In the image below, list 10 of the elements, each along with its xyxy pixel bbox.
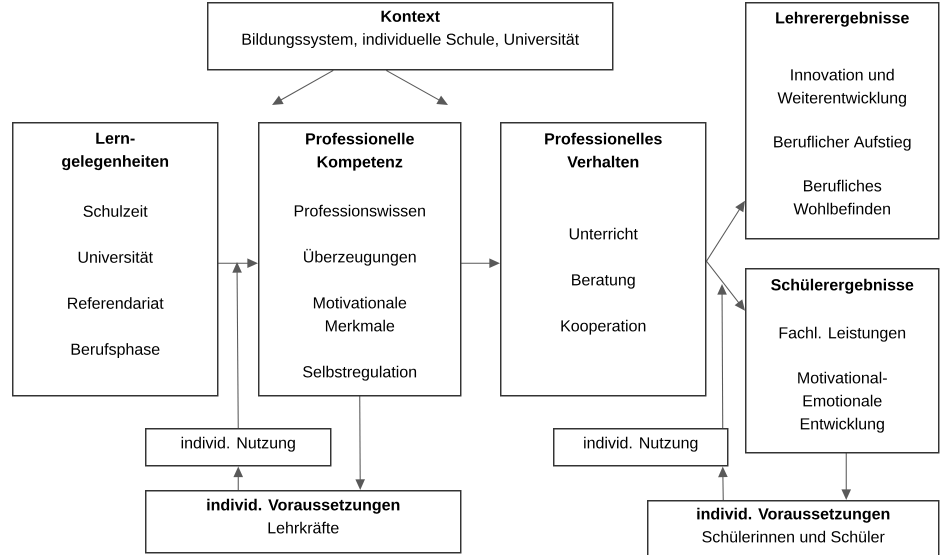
process-box: Professionelles Verhalten Unterricht Beratung Kooperation — [500, 122, 706, 396]
process-box: individ. Voraussetzungen Schülerinnen und Schüler — [647, 500, 940, 555]
process-box: Kontext Bildungssystem, individuelle Schule, Universität — [207, 2, 614, 70]
process-box: individ. Nutzung — [145, 428, 332, 466]
process-box: individ. Voraussetzungen Lehrkräfte — [145, 490, 462, 554]
process-box: Lehrerergebnisse Innovation und Weiterentwicklung Beruflicher Aufstieg Berufliches Wohlbefinden — [745, 2, 940, 240]
process-box: Schülerergebnisse Fachl. Leistungen Motivational- Emotionale Entwicklung — [745, 268, 940, 454]
process-box: Professionelle Kompetenz Professionswissen Überzeugungen Motivationale Merkmale Selbstregulation — [258, 122, 462, 396]
process-box: Lern- gelegenheiten Schulzeit Universität Referendariat Berufsphase — [12, 122, 218, 396]
process-box: individ. Nutzung — [553, 428, 728, 466]
